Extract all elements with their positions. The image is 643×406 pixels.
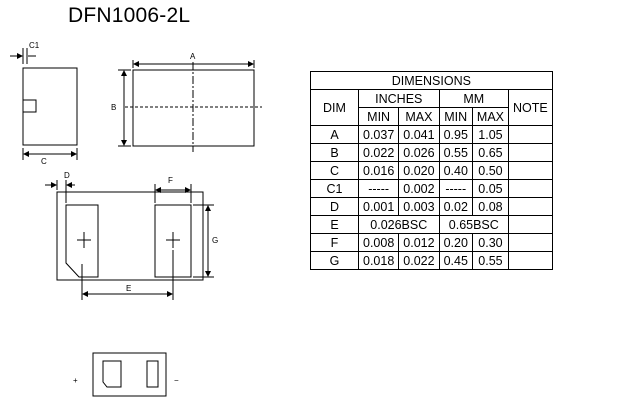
table-row: F 0.008 0.012 0.20 0.30 bbox=[310, 233, 553, 252]
inch-max-cell: 0.003 bbox=[398, 197, 440, 216]
note-cell bbox=[508, 143, 553, 162]
inch-max-cell: 0.026 bbox=[398, 143, 440, 162]
dim-cell: F bbox=[310, 233, 359, 252]
inch-max-cell: 0.020 bbox=[398, 161, 440, 180]
note-cell bbox=[508, 215, 553, 234]
mm-max-cell: 0.05 bbox=[471, 179, 510, 198]
dim-label-c1: C1 bbox=[29, 41, 40, 50]
table-row: G 0.018 0.022 0.45 0.55 bbox=[310, 251, 553, 270]
table-unit-row: DIM INCHES MM NOTE bbox=[310, 89, 553, 126]
dim-label-g: G bbox=[212, 236, 218, 245]
mm-max-cell: 0.65 bbox=[471, 143, 510, 162]
inches-header: INCHES bbox=[358, 89, 440, 108]
table-row: C1 ----- 0.002 ----- 0.05 bbox=[310, 179, 553, 198]
inches-max-header: MAX bbox=[398, 107, 440, 126]
inch-min-cell: 0.001 bbox=[357, 197, 400, 216]
note-cell bbox=[508, 161, 553, 180]
plus-sign: + bbox=[73, 376, 78, 385]
dim-header: DIM bbox=[310, 89, 359, 126]
inch-max-cell: 0.002 bbox=[398, 179, 440, 198]
note-cell bbox=[508, 197, 553, 216]
dim-label-c: C bbox=[41, 157, 47, 166]
note-cell bbox=[508, 251, 553, 270]
mm-min-cell: ----- bbox=[438, 179, 473, 198]
inch-min-cell: ----- bbox=[357, 179, 400, 198]
dim-cell: D bbox=[310, 197, 359, 216]
note-cell bbox=[508, 233, 553, 252]
mm-max-cell: 0.50 bbox=[471, 161, 510, 180]
table-heading-row: DIMENSIONS bbox=[310, 71, 553, 90]
dim-label-d: D bbox=[64, 171, 70, 180]
dim-cell: C1 bbox=[310, 179, 359, 198]
mm-max-cell: 0.55 bbox=[471, 251, 510, 270]
mm-max-cell: 0.08 bbox=[471, 197, 510, 216]
dimensions-heading: DIMENSIONS bbox=[310, 71, 553, 90]
top-view: A B bbox=[111, 52, 262, 152]
dim-label-f: F bbox=[168, 176, 173, 185]
inch-min-cell: 0.016 bbox=[357, 161, 400, 180]
dim-cell: B bbox=[310, 143, 359, 162]
inch-max-cell: 0.041 bbox=[398, 125, 440, 144]
polarity-mark: + − bbox=[73, 352, 179, 397]
bottom-view: D F G E bbox=[45, 171, 218, 300]
dim-label-b: B bbox=[111, 103, 116, 112]
inch-max-cell: 0.022 bbox=[398, 251, 440, 270]
mm-min-header: MIN bbox=[438, 107, 473, 126]
inch-bsc-cell: 0.026BSC bbox=[358, 215, 440, 234]
dim-cell: A bbox=[310, 125, 359, 144]
note-cell bbox=[508, 125, 553, 144]
inch-min-cell: 0.018 bbox=[357, 251, 400, 270]
note-cell bbox=[508, 179, 553, 198]
dim-label-e: E bbox=[126, 284, 131, 293]
inches-min-header: MIN bbox=[357, 107, 400, 126]
table-row: E 0.026BSC 0.65BSC bbox=[310, 215, 553, 234]
mm-min-cell: 0.20 bbox=[438, 233, 473, 252]
dim-label-a: A bbox=[190, 52, 196, 61]
note-header: NOTE bbox=[508, 89, 553, 126]
inch-min-cell: 0.022 bbox=[357, 143, 400, 162]
mm-min-cell: 0.55 bbox=[438, 143, 473, 162]
mm-min-cell: 0.02 bbox=[438, 197, 473, 216]
dim-cell: C bbox=[310, 161, 359, 180]
mm-bsc-cell: 0.65BSC bbox=[438, 215, 510, 234]
minus-sign: − bbox=[174, 376, 179, 385]
package-title: DFN1006-2L bbox=[68, 4, 191, 27]
dim-cell: E bbox=[310, 215, 359, 234]
mm-max-header: MAX bbox=[471, 107, 510, 126]
inch-min-cell: 0.037 bbox=[357, 125, 400, 144]
dim-cell: G bbox=[310, 251, 359, 270]
table-row: D 0.001 0.003 0.02 0.08 bbox=[310, 197, 553, 216]
mm-header: MM bbox=[438, 89, 510, 108]
mm-min-cell: 0.95 bbox=[438, 125, 473, 144]
mm-min-cell: 0.45 bbox=[438, 251, 473, 270]
table-row: C 0.016 0.020 0.40 0.50 bbox=[310, 161, 553, 180]
table-row: A 0.037 0.041 0.95 1.05 bbox=[310, 125, 553, 144]
mm-max-cell: 1.05 bbox=[471, 125, 510, 144]
table-row: B 0.022 0.026 0.55 0.65 bbox=[310, 143, 553, 162]
mm-min-cell: 0.40 bbox=[438, 161, 473, 180]
mm-max-cell: 0.30 bbox=[471, 233, 510, 252]
side-view: C1 C bbox=[10, 41, 78, 166]
inch-min-cell: 0.008 bbox=[357, 233, 400, 252]
dimensions-table: DIMENSIONS DIM INCHES MM NOTE MIN MAX MI… bbox=[310, 71, 553, 270]
inch-max-cell: 0.012 bbox=[398, 233, 440, 252]
